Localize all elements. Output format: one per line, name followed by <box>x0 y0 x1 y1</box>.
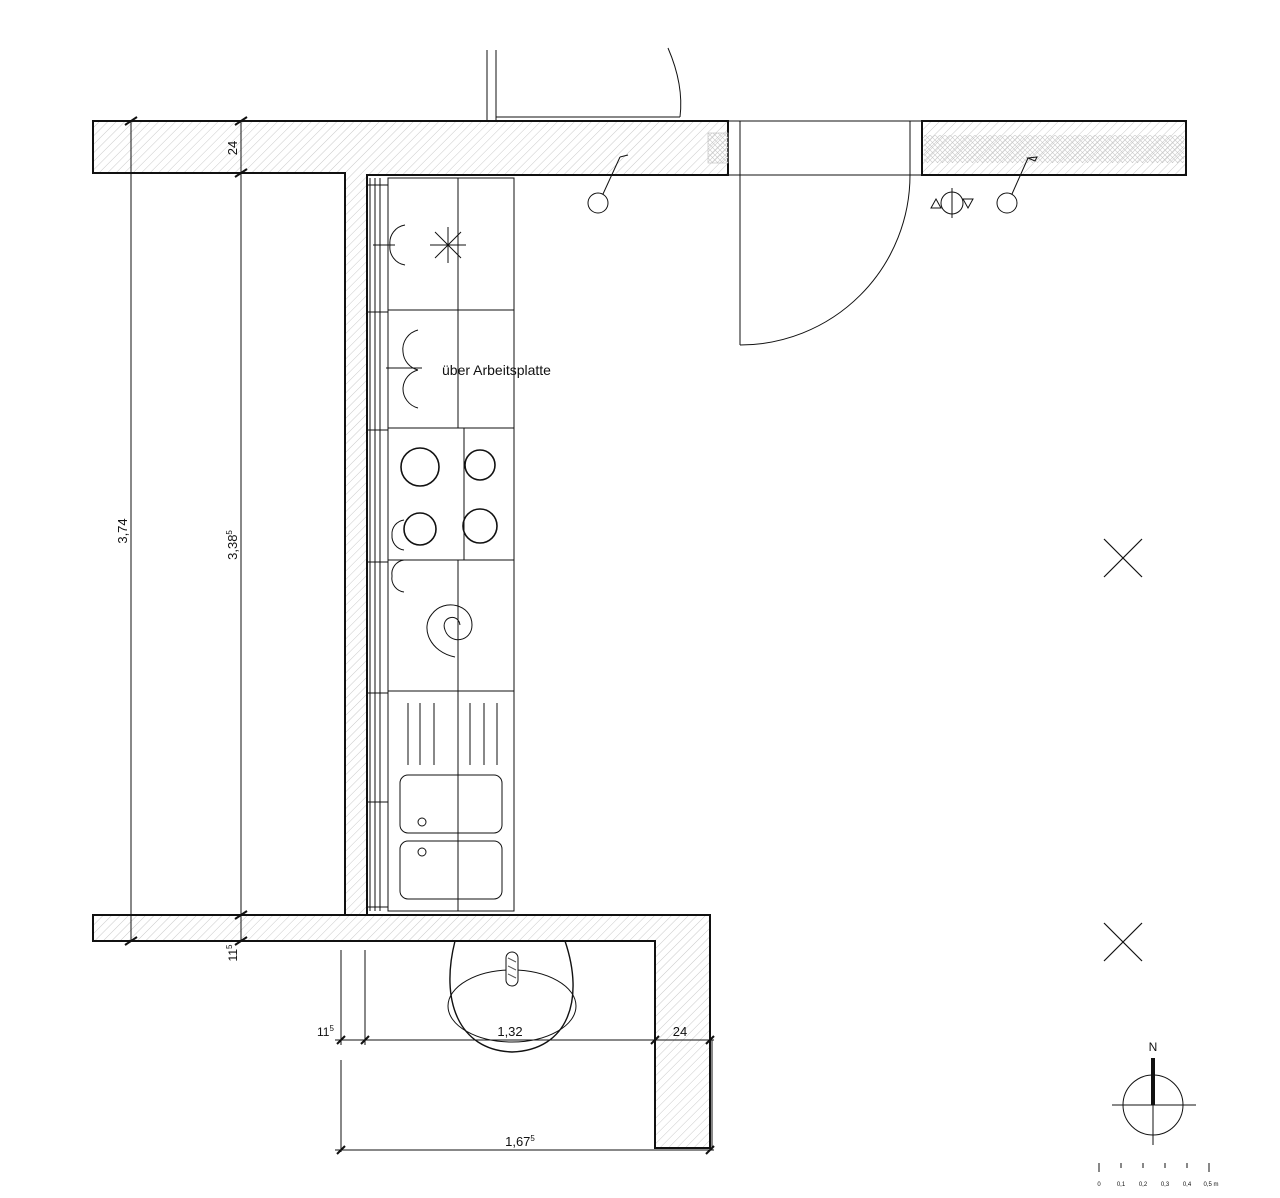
scale-bar <box>1098 1163 1210 1172</box>
door <box>728 120 922 346</box>
dim-top-wall: 24 <box>225 141 240 155</box>
wall-bottom <box>92 914 711 1149</box>
north-arrow-icon <box>1112 1058 1196 1145</box>
scale-bar-labels: 0 0,1 0,2 0,3 0,4 0,5 m <box>1097 1182 1218 1188</box>
ceiling-light-icon-2 <box>1103 922 1143 962</box>
svg-text:3,74: 3,74 <box>115 518 130 543</box>
svg-text:0,5 m: 0,5 m <box>1203 1182 1218 1188</box>
kitchen-sink-icon <box>399 774 503 900</box>
svg-text:0,2: 0,2 <box>1139 1182 1148 1188</box>
upper-frame <box>486 47 682 121</box>
dim-right-wall: 24 <box>673 1024 687 1039</box>
cooktop-icon <box>400 447 498 546</box>
svg-text:0: 0 <box>1097 1182 1101 1188</box>
dim-left-small: 115 <box>317 1024 334 1039</box>
svg-text:0,3: 0,3 <box>1161 1182 1170 1188</box>
svg-text:0,4: 0,4 <box>1183 1182 1192 1188</box>
dim-total-width: 1,675 <box>505 1134 535 1149</box>
dim-total-height: 3,74 <box>115 518 130 543</box>
fridge-icon <box>373 224 466 266</box>
washbasin-icon <box>447 940 577 1053</box>
dim-bottom-wall: 115 <box>225 944 240 961</box>
walls <box>92 120 1187 1149</box>
dim-inner-height: 3,385 <box>225 530 240 560</box>
dimension-lines <box>124 116 715 1155</box>
svg-text:115: 115 <box>225 944 240 961</box>
outlet-icon <box>930 188 974 218</box>
cabinet-icon <box>386 329 422 409</box>
wall-insulation <box>924 135 1184 163</box>
kitchen-counter <box>367 177 515 912</box>
door-swing-arc <box>739 174 911 346</box>
light-switch-right-icon <box>996 156 1038 214</box>
wall-top-left <box>92 120 729 916</box>
dim-niche-width: 1,32 <box>497 1024 522 1039</box>
ceiling-light-icon <box>1103 538 1143 578</box>
wall-opening-fill <box>707 132 729 164</box>
light-switch-left-icon <box>587 154 629 214</box>
dishwasher-icon <box>407 703 498 765</box>
oven-door-icon <box>391 519 405 593</box>
countertop-label: über Arbeitsplatte <box>442 362 551 378</box>
svg-text:24: 24 <box>225 141 240 155</box>
svg-text:0,1: 0,1 <box>1117 1182 1126 1188</box>
north-label: N <box>1149 1040 1158 1054</box>
svg-text:3,385: 3,385 <box>225 530 240 560</box>
washing-machine-icon <box>426 604 473 658</box>
